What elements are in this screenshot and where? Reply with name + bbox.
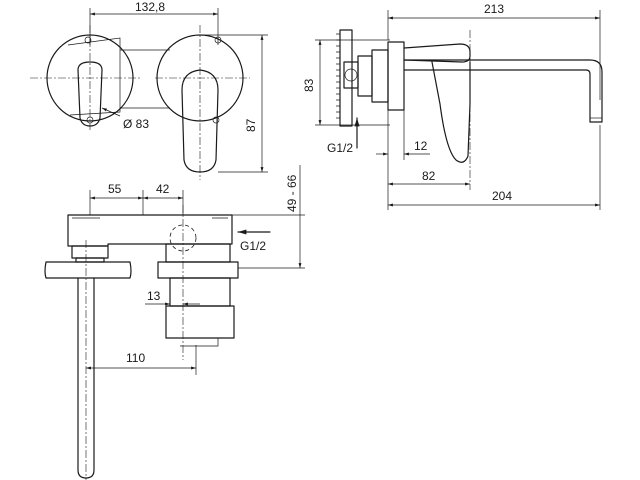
rosette-left: [46, 34, 134, 122]
side-view: 213 83 G1/2 12 82 2: [302, 2, 603, 210]
top-view: 55 42 G1/2 49 - 66 13: [44, 165, 305, 480]
diameter-label: Ø 83: [123, 117, 149, 131]
dim-13-label: 13: [147, 289, 161, 303]
lever-side: [403, 43, 471, 63]
dim-213-label: 213: [484, 2, 504, 16]
dim-42-label: 42: [156, 182, 170, 196]
lever-left: [77, 61, 103, 127]
rosette-top-left: [44, 261, 132, 279]
dim-110-label: 110: [126, 351, 145, 365]
lever-right: [181, 69, 219, 173]
rosette-top-right: [157, 261, 239, 279]
connection-side-label: G1/2: [327, 141, 353, 155]
dim-82-label: 82: [422, 169, 436, 183]
dim-132-8-label: 132,8: [135, 0, 165, 14]
dim-204-label: 204: [492, 189, 512, 203]
dim-49-66-label: 49 - 66: [285, 174, 299, 212]
connection-top-label: G1/2: [240, 239, 266, 253]
body-bar: [67, 214, 233, 247]
dim-12-label: 12: [414, 139, 428, 153]
dim-83-label: 83: [302, 78, 316, 92]
dim-87-label: 87: [244, 118, 258, 132]
rosette-side: [387, 41, 405, 111]
dim-55-label: 55: [108, 182, 122, 196]
front-view: 132,8 Ø 83 87: [30, 0, 268, 180]
cartridge-body: [165, 305, 235, 339]
spout-side: [403, 59, 603, 123]
